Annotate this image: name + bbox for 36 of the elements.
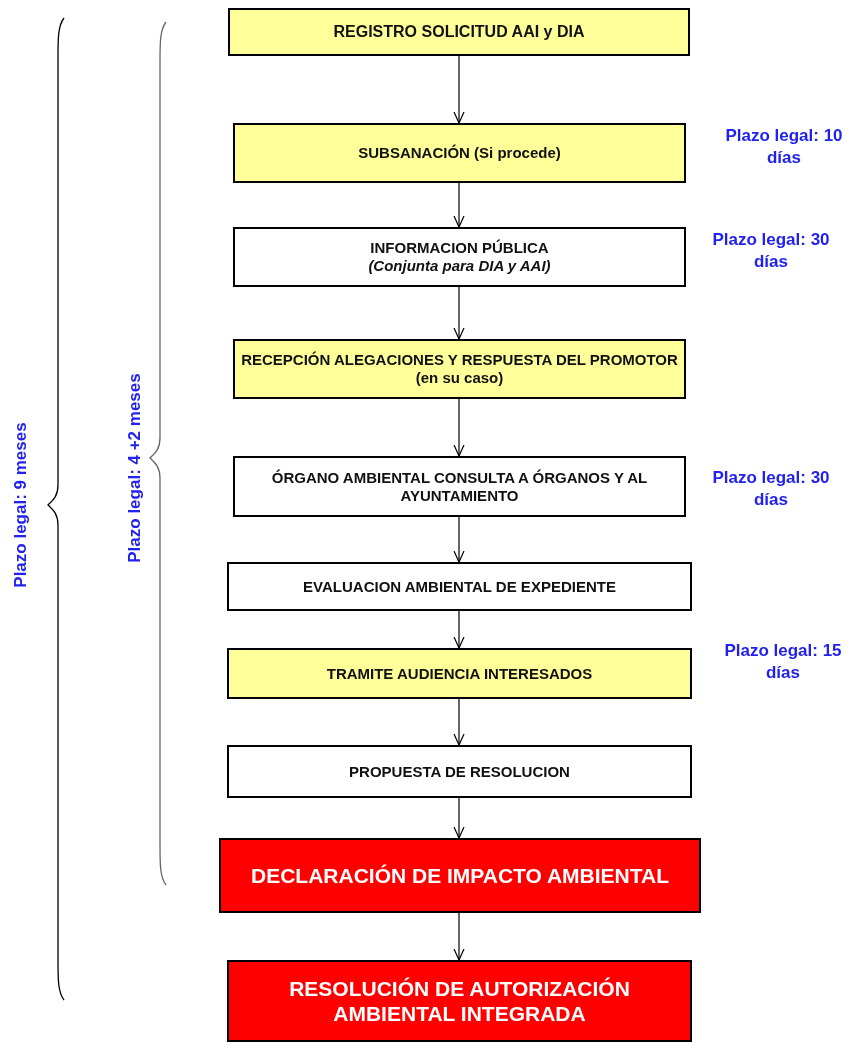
step-title: EVALUACION AMBIENTAL DE EXPEDIENTE (302, 577, 617, 596)
arrow (453, 286, 465, 340)
duration-label: Plazo legal: 9 meses (10, 422, 31, 588)
process-box (228, 8, 690, 56)
step-title: DECLARACIÓN DE IMPACTO AMBIENTAL (249, 862, 670, 889)
process-box (233, 227, 686, 287)
arrow (453, 516, 465, 563)
step-title: SUBSANACIÓN (Si procede) (357, 144, 562, 162)
arrow (453, 797, 465, 839)
step-title: PROPUESTA DE RESOLUCION (348, 762, 571, 781)
step-title: INFORMACION PÚBLICA (369, 239, 550, 257)
arrow (453, 698, 465, 746)
arrow (453, 55, 465, 124)
duration-label: Plazo legal: 10 días (724, 125, 844, 170)
duration-label: Plazo legal: 30 días (711, 229, 831, 274)
arrow (453, 398, 465, 457)
step-title: RECEPCIÓN ALEGACIONES Y RESPUESTA DEL PROMOTOR (en su caso) (240, 351, 679, 387)
process-box (233, 339, 686, 399)
process-box (227, 648, 692, 699)
process-box (227, 562, 692, 611)
step-title: RESOLUCIÓN DE AUTORIZACIÓN AMBIENTAL INTEGRADA (288, 975, 631, 1027)
process-box (219, 838, 701, 913)
process-box (227, 960, 692, 1042)
process-box (227, 745, 692, 798)
step-title: ÓRGANO AMBIENTAL CONSULTA A ÓRGANOS Y AL AYUNTAMIENTO (270, 468, 649, 505)
step-title: REGISTRO SOLICITUD AAI y DIA (332, 22, 586, 42)
step-title: TRAMITE AUDIENCIA INTERESADOS (325, 664, 594, 683)
duration-label: Plazo legal: 15 días (723, 640, 843, 685)
arrow (453, 610, 465, 649)
arrow (453, 182, 465, 228)
duration-label: Plazo legal: 4 +2 meses (124, 373, 145, 563)
duration-label: Plazo legal: 30 días (711, 467, 831, 512)
arrow (453, 912, 465, 961)
process-box (233, 123, 686, 183)
step-note: (Conjunta para DIA y AAI) (367, 257, 552, 275)
process-box (233, 456, 686, 517)
